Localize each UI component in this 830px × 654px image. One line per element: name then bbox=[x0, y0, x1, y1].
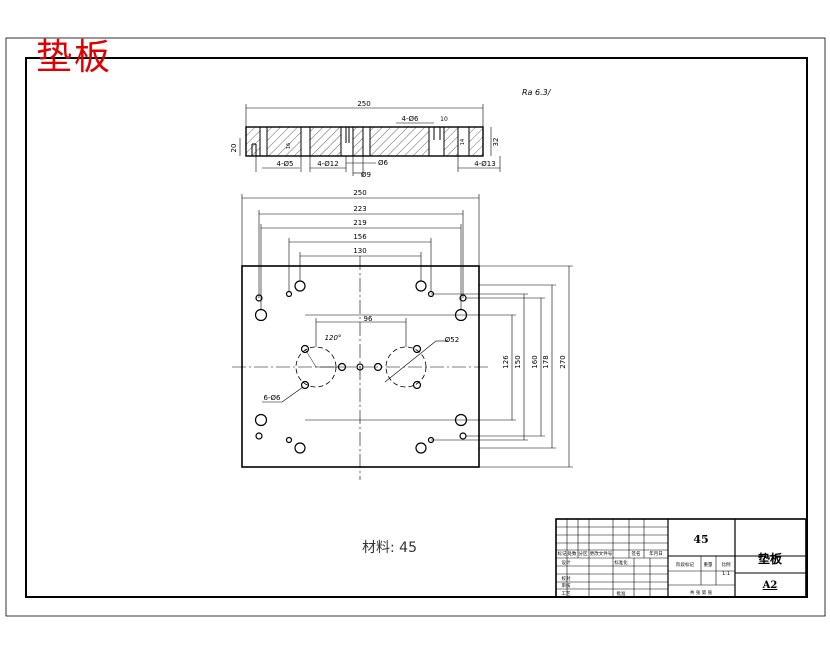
tb-stage-2: 比例 bbox=[722, 561, 731, 568]
tb-sheet-size: A2 bbox=[762, 580, 778, 591]
dim-section-20: 20 bbox=[230, 144, 238, 153]
dim-section-4-d13: 4-Ø13 bbox=[474, 160, 495, 168]
plan-view: 250 223 219 156 130 96 120° Ø52 6-Ø6 bbox=[232, 189, 573, 480]
tb-rev-2: 分区 bbox=[579, 550, 588, 557]
dim-plan-156: 156 bbox=[353, 233, 367, 241]
outer-border bbox=[5, 37, 826, 617]
title-block bbox=[555, 518, 807, 598]
dim-plan-130: 130 bbox=[353, 247, 366, 255]
tb-stage-0: 阶段标记 bbox=[676, 561, 694, 568]
tb-part-name: 垫板 bbox=[758, 551, 783, 566]
tb-scale: 1:1 bbox=[722, 571, 730, 577]
tb-std: 标准化 bbox=[614, 559, 628, 566]
roughness-note: Ra 6.3/ bbox=[522, 88, 551, 97]
plate-outline bbox=[241, 265, 480, 468]
material-note: 材料: 45 bbox=[362, 540, 417, 556]
tb-rev-3: 更改文件号 bbox=[590, 550, 613, 557]
inner-frame bbox=[25, 57, 808, 598]
tb-sheet-note: 共 张 第 张 bbox=[690, 589, 713, 596]
tb-rev-4: 签名 bbox=[632, 550, 641, 557]
dim-plan-250: 250 bbox=[353, 189, 366, 197]
tb-role-3: 工艺 bbox=[562, 591, 571, 597]
tb-rev-0: 标记 bbox=[558, 550, 567, 557]
dim-plan-223: 223 bbox=[353, 205, 366, 213]
dim-section-4-d6: 4-Ø6 bbox=[402, 115, 419, 123]
dim-plan-178: 178 bbox=[542, 355, 550, 368]
holes bbox=[254, 280, 468, 454]
dim-section-14: 14 bbox=[460, 139, 466, 145]
dim-plan-angle: 120° bbox=[325, 334, 342, 342]
dim-section-32: 32 bbox=[492, 138, 500, 147]
dim-section-4-d5: 4-Ø5 bbox=[277, 160, 294, 168]
dim-plan-96: 96 bbox=[364, 315, 373, 323]
section-view: 250 4-Ø6 10 20 32 16 14 4-Ø5 4-Ø12 Ø6 Ø9… bbox=[230, 100, 501, 179]
dim-plan-270: 270 bbox=[559, 355, 567, 368]
dim-plan-126: 126 bbox=[502, 355, 510, 369]
dim-section-d6: Ø6 bbox=[378, 159, 389, 167]
dim-plan-d52: Ø52 bbox=[445, 336, 459, 344]
tb-role-0: 设计 bbox=[562, 559, 571, 566]
dim-plan-219: 219 bbox=[353, 219, 366, 227]
tb-rev-5: 年月日 bbox=[649, 550, 663, 557]
tb-role-1: 校对 bbox=[562, 575, 571, 582]
dim-plan-6-d6: 6-Ø6 bbox=[264, 394, 281, 402]
dim-section-d9: Ø9 bbox=[361, 171, 371, 179]
tb-rev-1: 处数 bbox=[568, 550, 577, 557]
dim-section-250: 250 bbox=[357, 100, 370, 108]
tb-approve: 批准 bbox=[617, 590, 626, 597]
drawing-title: 垫板 bbox=[36, 37, 113, 78]
tb-role-2: 审核 bbox=[562, 582, 571, 589]
dim-section-slot: 10 bbox=[440, 116, 448, 123]
tb-stage-1: 重量 bbox=[704, 561, 713, 568]
dim-section-16: 16 bbox=[286, 143, 292, 149]
tb-material: 45 bbox=[693, 533, 708, 546]
dim-plan-150: 150 bbox=[514, 355, 522, 368]
dim-plan-160: 160 bbox=[531, 355, 539, 368]
dim-section-4-d12: 4-Ø12 bbox=[317, 160, 338, 168]
